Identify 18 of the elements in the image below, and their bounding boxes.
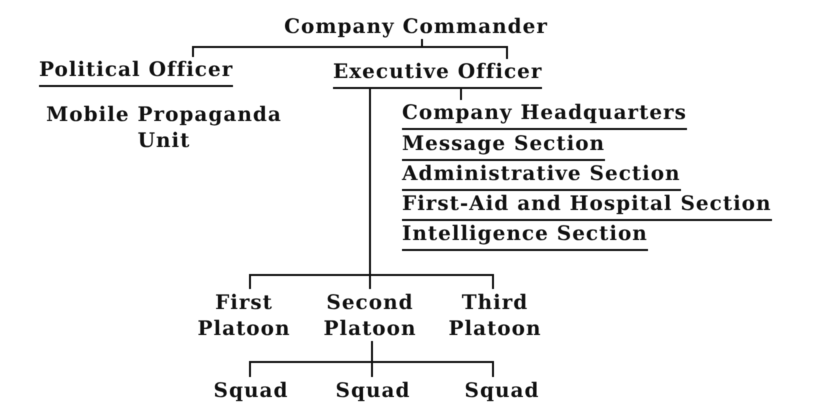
unit-name: Squad: [214, 377, 288, 403]
connector-line: [369, 89, 494, 289]
unit-name: Third Platoon: [448, 289, 542, 341]
underlined-section-name: Message Section: [402, 131, 606, 161]
underlined-unit-name: Political Officer: [39, 57, 234, 87]
underlined-unit-name: Company Headquarters: [402, 100, 687, 130]
connector-line: [421, 39, 508, 59]
underlined-unit-name: Executive Officer: [333, 59, 542, 89]
unit-name: First Platoon: [197, 289, 291, 341]
underlined-section-name: Intelligence Section: [402, 221, 648, 251]
underlined-section-name: Administrative Section: [402, 161, 681, 191]
unit-name: Second Platoon: [323, 289, 417, 341]
unit-name: Squad: [336, 377, 410, 403]
unit-name: Mobile Propaganda Unit: [45, 101, 283, 153]
unit-name: Company Commander: [284, 13, 548, 39]
underlined-section-name: First-Aid and Hospital Section: [402, 191, 772, 221]
connector-line: [460, 89, 462, 100]
unit-name: Squad: [464, 377, 540, 403]
